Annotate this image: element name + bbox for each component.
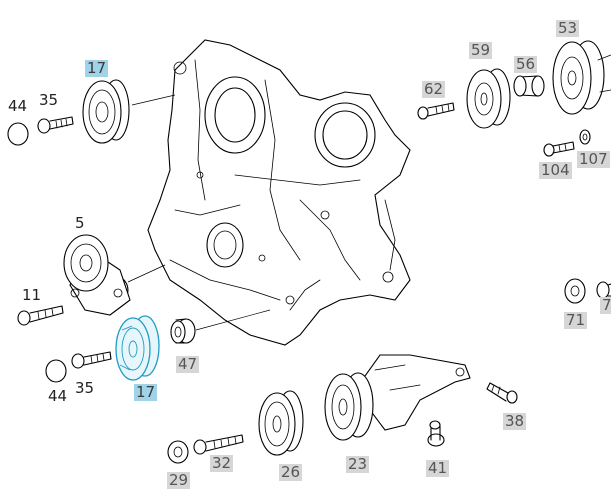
callout-53[interactable]: 53 <box>556 19 580 37</box>
callout-17-top[interactable]: 17 <box>85 59 109 77</box>
callout-5[interactable]: 5 <box>75 214 85 232</box>
bolt-62[interactable] <box>417 102 455 120</box>
bolt-11[interactable] <box>17 305 64 326</box>
pulley-59[interactable] <box>466 68 511 129</box>
callout-7[interactable]: 7 <box>600 297 611 314</box>
bolt-104[interactable] <box>543 141 575 157</box>
cap-71[interactable] <box>564 278 586 304</box>
spacer-56[interactable] <box>513 75 545 97</box>
bolt-41[interactable] <box>427 420 445 447</box>
callout-44-bottom[interactable]: 44 <box>48 387 68 405</box>
callout-41[interactable]: 41 <box>426 459 450 477</box>
idler-pulley-17-top[interactable] <box>82 79 176 144</box>
callout-62[interactable]: 62 <box>422 80 446 98</box>
pulley-53[interactable] <box>552 40 611 115</box>
callout-71[interactable]: 71 <box>564 311 588 329</box>
callout-59[interactable]: 59 <box>469 41 493 59</box>
callout-26[interactable]: 26 <box>279 463 303 481</box>
callout-23[interactable]: 23 <box>346 455 370 473</box>
callout-56[interactable]: 56 <box>514 55 538 73</box>
callout-35-top[interactable]: 35 <box>39 91 59 109</box>
washer-29[interactable] <box>167 440 189 464</box>
idler-pulley-17-bottom-highlighted[interactable] <box>115 315 160 381</box>
washer-107[interactable] <box>579 129 591 145</box>
spacer-47[interactable] <box>170 309 271 344</box>
bolt-35-bottom[interactable] <box>71 351 112 369</box>
callout-11[interactable]: 11 <box>22 286 42 304</box>
tensioner-pulley-23[interactable] <box>324 354 471 441</box>
callout-38[interactable]: 38 <box>503 412 527 430</box>
bolt-35-top[interactable] <box>37 116 74 134</box>
bolt-32[interactable] <box>193 434 244 455</box>
callout-32[interactable]: 32 <box>210 454 234 472</box>
callout-104[interactable]: 104 <box>539 161 572 179</box>
callout-29[interactable]: 29 <box>167 471 191 489</box>
callout-44-top[interactable]: 44 <box>8 97 28 115</box>
callout-47[interactable]: 47 <box>176 355 200 373</box>
callout-107[interactable]: 107 <box>577 150 610 168</box>
cap-44-top[interactable] <box>7 122 29 146</box>
timing-case-cover[interactable] <box>147 39 411 346</box>
callout-35-bottom[interactable]: 35 <box>75 379 95 397</box>
callout-17-bottom[interactable]: 17 <box>134 383 158 401</box>
pulley-26[interactable] <box>258 390 304 456</box>
bolt-38[interactable] <box>486 382 518 404</box>
belt-tensioner-5[interactable] <box>63 234 166 316</box>
cap-44-bottom[interactable] <box>45 359 67 383</box>
